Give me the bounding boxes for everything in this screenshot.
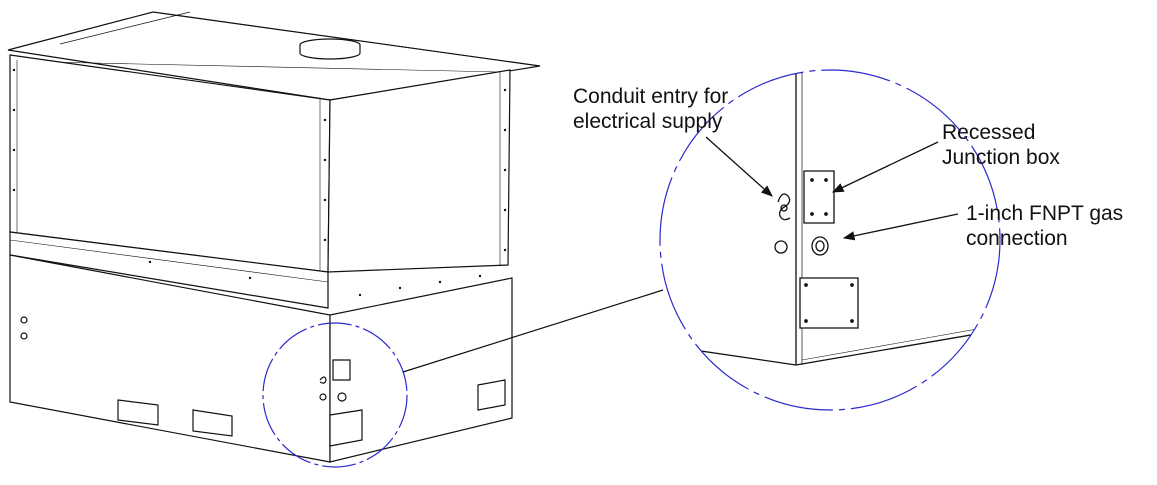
gas-fitting-small	[338, 393, 346, 401]
label-gas-line-2: connection	[966, 227, 1068, 250]
upper-cabinet-side	[328, 70, 510, 272]
base-opening-2	[193, 410, 232, 436]
label-junction-box: Recessed Junction box	[942, 120, 1060, 170]
conduit-entry	[778, 194, 790, 220]
small-detail-circle	[263, 323, 407, 467]
label-conduit-entry: Conduit entry for electrical supply	[573, 84, 728, 134]
conduit-arrow	[706, 137, 773, 197]
enlarged-detail	[660, 60, 1000, 365]
junction-box	[804, 171, 834, 223]
lower-base-side	[330, 278, 512, 462]
label-junction-line-1: Recessed	[942, 121, 1036, 144]
access-panel	[800, 278, 858, 328]
label-junction-line-2: Junction box	[942, 146, 1060, 169]
base-opening-1	[118, 400, 158, 425]
large-detail-circle	[660, 70, 1000, 410]
detail-leader-top	[403, 290, 663, 372]
trim-band	[10, 232, 328, 308]
gas-arrow	[842, 214, 958, 241]
junction-box-small	[333, 360, 350, 380]
vent-collar	[300, 39, 360, 59]
junction-arrow	[831, 142, 938, 192]
appliance-unit	[8, 12, 540, 462]
rivets	[12, 68, 507, 297]
label-gas-line-1: 1-inch FNPT gas	[966, 202, 1124, 225]
label-conduit-line-2: electrical supply	[573, 110, 723, 133]
label-gas-connection: 1-inch FNPT gas connection	[966, 201, 1123, 251]
label-conduit-line-1: Conduit entry for	[573, 85, 729, 108]
side-vent-panel	[478, 380, 505, 410]
access-panel-small	[330, 410, 362, 446]
gas-connection	[812, 237, 828, 255]
